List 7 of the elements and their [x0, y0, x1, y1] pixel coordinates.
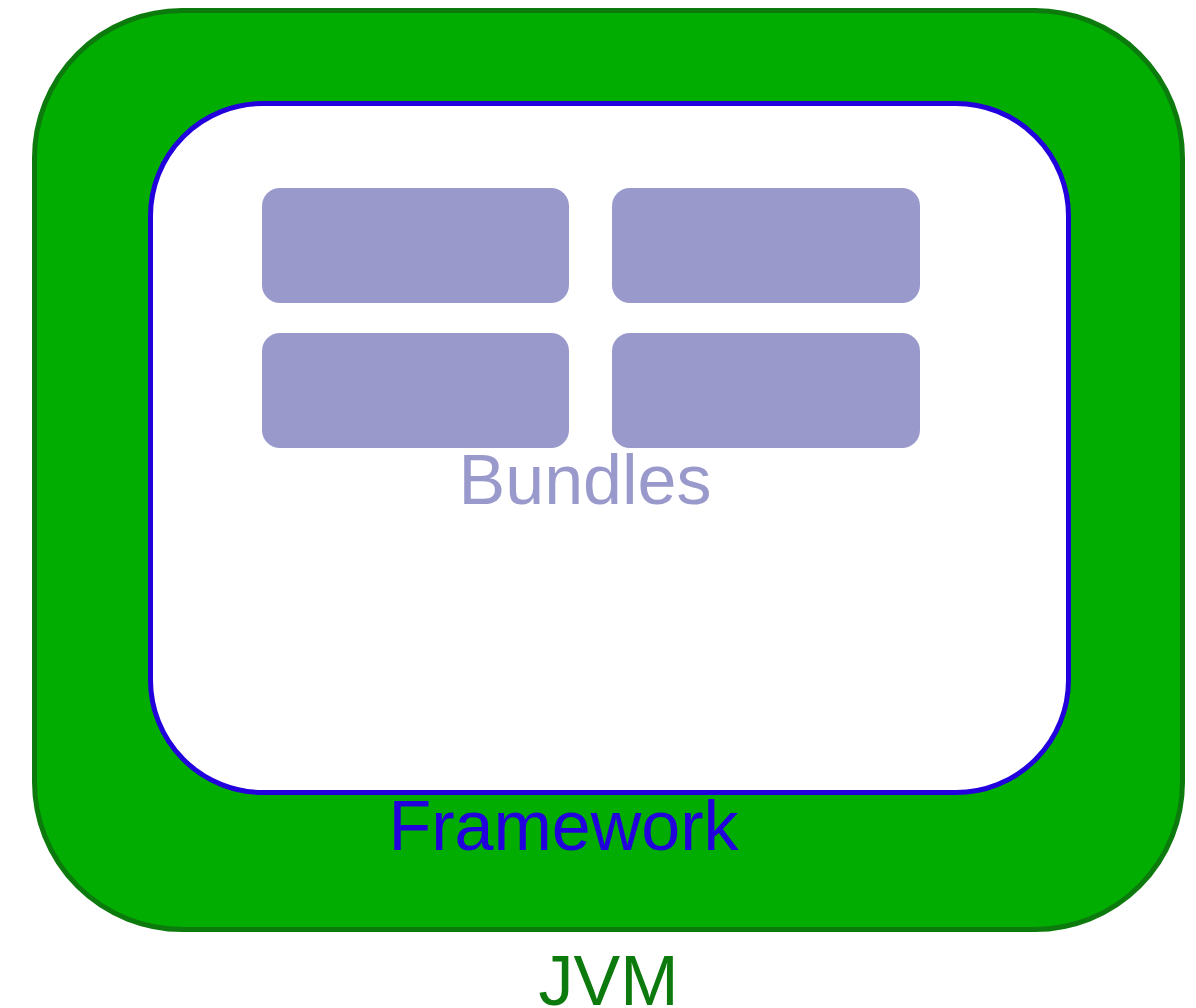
group-label: Bundles [457, 445, 713, 515]
container-title: Framework [387, 791, 740, 861]
container-title: JVM [537, 946, 680, 1008]
bundle-box [262, 188, 569, 303]
bundle-box [612, 333, 920, 448]
bundle-box [262, 333, 569, 448]
bundle-box [612, 188, 920, 303]
